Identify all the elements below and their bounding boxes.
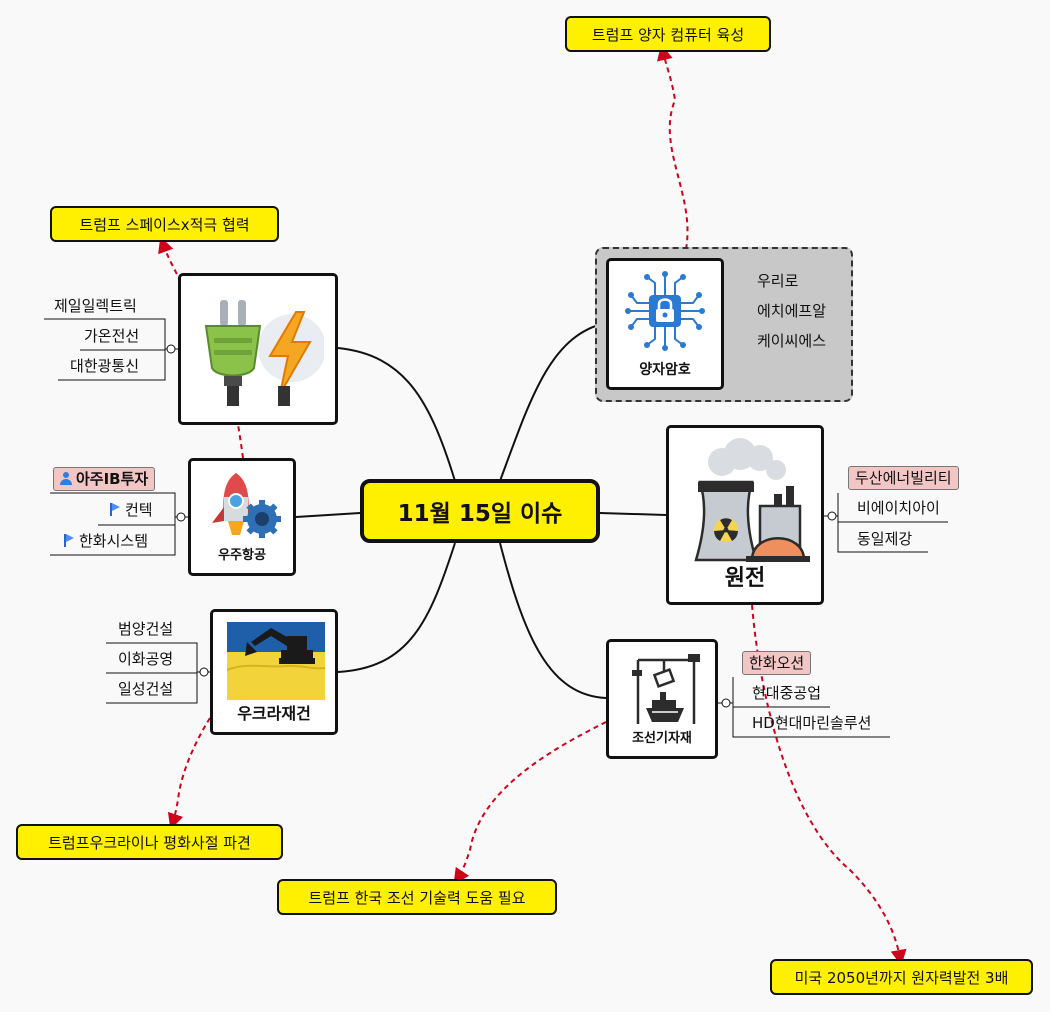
- node-power[interactable]: [178, 273, 338, 425]
- node-caption: 원전: [724, 566, 766, 591]
- leaf-power-1[interactable]: 제일일렉트릭: [54, 297, 137, 315]
- leaf-nuclear-1[interactable]: 두산에너빌리티: [848, 466, 959, 490]
- ship-crane-icon: [632, 654, 700, 724]
- leaf-space-3[interactable]: 한화시스템: [64, 531, 148, 551]
- dashed-link-ship: [453, 721, 607, 885]
- leaf-space-1[interactable]: 아주IB투자: [53, 467, 156, 491]
- node-quantum[interactable]: 양자암호: [606, 258, 724, 390]
- branch-line-ukraine: [337, 542, 456, 673]
- callout-nuclear[interactable]: 미국 2050년까지 원자력발전 3배: [770, 959, 1033, 995]
- leaf-quantum-3[interactable]: 케이씨에스: [757, 332, 827, 350]
- node-caption: 우크라재건: [237, 704, 311, 723]
- branch-line-power: [337, 347, 456, 482]
- leaf-ship-3[interactable]: HD현대마린솔루션: [752, 714, 872, 732]
- circuit-lock-icon: [625, 271, 705, 351]
- branch-line-nuclear: [599, 512, 667, 516]
- rocket-gear-icon: [212, 473, 281, 538]
- leaf-ship-2[interactable]: 현대중공업: [752, 684, 822, 702]
- leaf-ukraine-3[interactable]: 일성건설: [118, 680, 174, 698]
- leaf-ukraine-2[interactable]: 이화공영: [118, 650, 174, 668]
- central-topic[interactable]: 11월 15일 이슈: [360, 479, 600, 543]
- leaf-power-2[interactable]: 가온전선: [84, 327, 140, 345]
- flag-icon: [64, 534, 74, 547]
- branch-line-quantum: [499, 322, 607, 482]
- callout-ukraine[interactable]: 트럼프우크라이나 평화사절 파견: [16, 824, 283, 860]
- leaf-power-3[interactable]: 대한광통신: [70, 357, 140, 375]
- node-caption: 양자암호: [639, 362, 691, 378]
- node-ship[interactable]: 조선기자재: [606, 639, 718, 759]
- leaf-space-2[interactable]: 컨텍: [110, 500, 153, 520]
- leaf-quantum-2[interactable]: 에치에프알: [757, 302, 827, 320]
- leaf-ukraine-1[interactable]: 범양건설: [118, 620, 174, 638]
- leaf-ship-1[interactable]: 한화오션: [742, 651, 812, 675]
- node-space[interactable]: 우주항공: [188, 458, 296, 576]
- nuclear-plant-icon: [694, 438, 810, 562]
- node-ukraine[interactable]: 우크라재건: [210, 609, 338, 735]
- leaf-nuclear-3[interactable]: 동일제강: [857, 530, 913, 548]
- leaf-quantum-1[interactable]: 우리로: [757, 272, 799, 290]
- callout-ship[interactable]: 트럼프 한국 조선 기술력 도움 필요: [277, 879, 557, 915]
- callout-quantum[interactable]: 트럼프 양자 컴퓨터 육성: [565, 16, 771, 52]
- node-nuclear[interactable]: 원전: [666, 425, 824, 605]
- dashed-link-nuclear: [751, 604, 907, 966]
- dashed-link-ukraine: [167, 717, 211, 830]
- flag-icon: [110, 503, 120, 516]
- node-caption: 조선기자재: [632, 731, 692, 746]
- callout-space[interactable]: 트럼프 스페이스x적극 협력: [50, 206, 279, 242]
- dashed-link-quantum: [657, 44, 689, 259]
- branch-line-space: [295, 512, 361, 518]
- person-icon: [60, 472, 72, 485]
- branch-line-ship: [499, 542, 607, 699]
- plug-lightning-icon: [204, 300, 324, 406]
- node-caption: 우주항공: [218, 548, 266, 563]
- excavator-icon: [227, 622, 325, 700]
- leaf-nuclear-2[interactable]: 비에이치아이: [857, 499, 940, 517]
